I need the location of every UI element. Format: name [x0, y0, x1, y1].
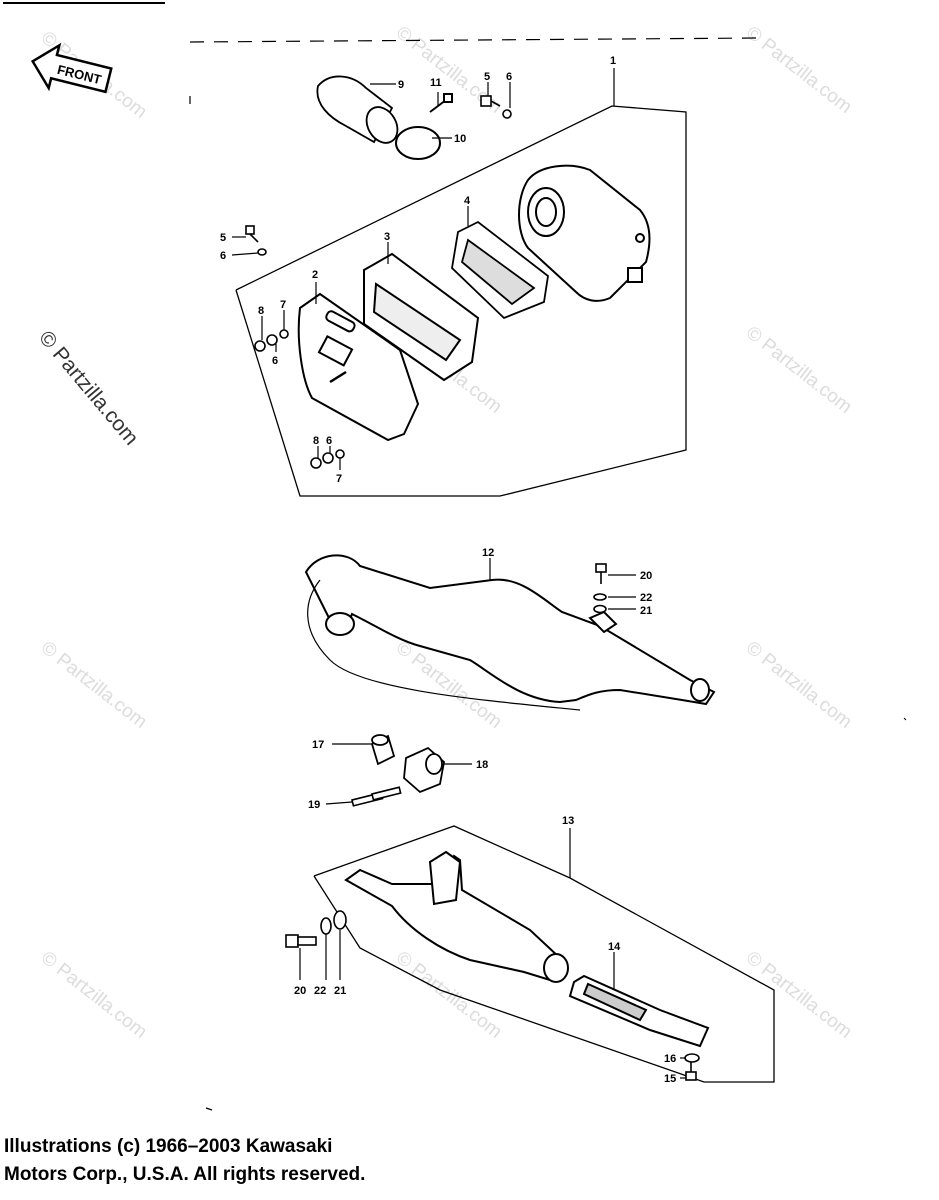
- callout-label: 2: [312, 269, 318, 281]
- callout-label: 22: [314, 985, 326, 997]
- bolt-5-top: [480, 95, 512, 119]
- copyright-line-2: Motors Corp., U.S.A. All rights reserved…: [4, 1164, 366, 1185]
- callout-label: 15: [664, 1073, 676, 1085]
- callout-label: 14: [608, 941, 621, 953]
- callout-label: 8: [313, 435, 319, 447]
- callout-label: 1: [610, 55, 616, 67]
- callout-label: 7: [280, 299, 286, 311]
- copyright-line-1: Illustrations (c) 1966–2003 Kawasaki: [4, 1136, 333, 1157]
- silencer: [344, 850, 569, 983]
- bolt-11: [429, 93, 453, 113]
- callout-label: 11: [430, 77, 442, 89]
- watermark-tile: © Partzilla.com: [742, 322, 856, 417]
- clamp: [395, 126, 441, 160]
- callout-label: 6: [220, 250, 226, 262]
- callout-label: 9: [398, 79, 404, 91]
- bolt-5-left: [245, 225, 267, 256]
- callout-label: 20: [294, 985, 306, 997]
- callout-label: 6: [326, 435, 332, 447]
- nut-washer-set-lower: [310, 449, 345, 469]
- bolt-20-bottom: [285, 910, 347, 948]
- callout-label: 17: [312, 739, 324, 751]
- callout-label: 4: [464, 195, 471, 207]
- inlet-duct: [316, 75, 399, 144]
- callout-labels: 1 2 3 4 5 6 5 6 7 8 6 8 6 7 9 10 11 12 2…: [220, 55, 676, 1085]
- watermark-left: © Partzilla.com: [34, 326, 143, 449]
- bolt-20-top: [593, 563, 607, 614]
- watermark-tile: © Partzilla.com: [37, 637, 151, 732]
- air-cleaner-case: [518, 164, 651, 302]
- copyright-footer: Illustrations (c) 1966–2003 Kawasaki Mot…: [4, 1133, 604, 1189]
- washer-16-bolt-15: [684, 1053, 700, 1081]
- bracket-18: [403, 746, 445, 794]
- callout-label: 8: [258, 305, 264, 317]
- watermark-tile: © Partzilla.com: [37, 947, 151, 1042]
- watermark-tile: © Partzilla.com: [742, 22, 856, 117]
- callout-label: 21: [334, 985, 346, 997]
- callout-label: 18: [476, 759, 488, 771]
- bolt-19: [351, 786, 402, 807]
- expansion-chamber: [304, 554, 716, 711]
- leader-lines: [231, 68, 686, 1079]
- callout-label: 16: [664, 1053, 676, 1065]
- callout-label: 3: [384, 231, 390, 243]
- callout-label: 5: [484, 71, 490, 83]
- filter-element: [451, 220, 549, 320]
- watermark-tile: © Partzilla.com: [742, 637, 856, 732]
- watermark-tile: © Partzilla.com: [742, 947, 856, 1042]
- group-outline-1: [235, 105, 687, 497]
- callout-label: 21: [640, 605, 652, 617]
- callout-label: 22: [640, 592, 652, 604]
- callout-label: 10: [454, 133, 466, 145]
- nut-washer-set-upper: [254, 329, 289, 352]
- callout-label: 5: [220, 232, 226, 244]
- callout-label: 12: [482, 547, 494, 559]
- grommet-17: [370, 734, 396, 766]
- callout-label: 7: [336, 473, 342, 485]
- callout-label: 20: [640, 570, 652, 582]
- group-outline-13: [313, 825, 775, 1083]
- callout-label: 6: [506, 71, 512, 83]
- callout-label: 19: [308, 799, 320, 811]
- callout-label: 13: [562, 815, 574, 827]
- callout-label: 6: [272, 355, 278, 367]
- cover-plate: [297, 292, 420, 442]
- tail-pipe: [568, 974, 710, 1048]
